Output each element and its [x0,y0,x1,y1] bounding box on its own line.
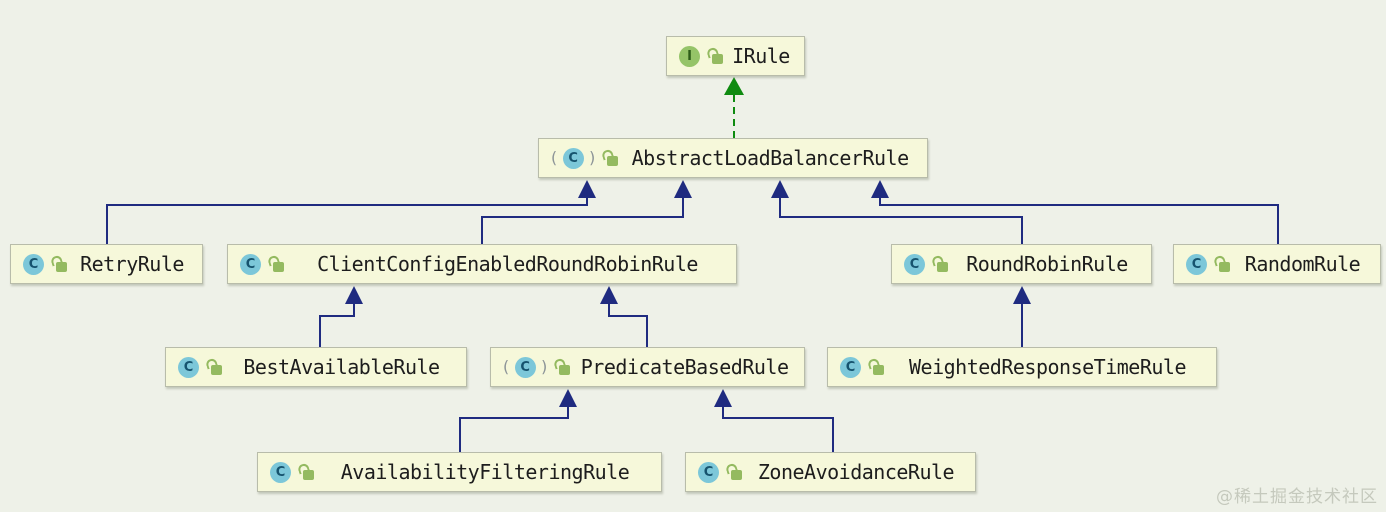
class-badge: C [698,461,743,483]
class-name-label: RandomRule [1244,252,1361,276]
class-badge: C [240,253,285,275]
class-node-roundrobinrule[interactable]: C RoundRobinRule [891,244,1152,284]
class-node-clientconfigenabledroundrobinrule[interactable]: C ClientConfigEnabledRoundRobinRule [227,244,737,284]
class-icon: C [240,253,261,275]
public-lock-icon [728,464,743,481]
class-name-label: PredicateBasedRule [580,355,789,379]
class-node-randomrule[interactable]: C RandomRule [1173,244,1381,284]
class-icon: C [904,253,925,275]
class-node-zoneavoidancerule[interactable]: C ZoneAvoidanceRule [685,452,976,492]
arrowhead-clientconfig-1 [345,286,363,304]
class-name-label: RetryRule [80,252,184,276]
class-node-availabilityfilteringrule[interactable]: C AvailabilityFilteringRule [257,452,662,492]
class-node-predicatebasedrule[interactable]: ( C ) PredicateBasedRule [490,347,805,387]
arrowhead-abstract-3 [771,180,789,198]
class-icon: C [514,356,536,378]
class-node-abstractloadbalancerrule[interactable]: ( C ) AbstractLoadBalancerRule [538,138,928,178]
public-lock-icon [53,256,68,273]
edge-roundrobin-extends-abstract [779,198,1023,244]
public-lock-icon [870,359,885,376]
arrowhead-predicate-1 [559,389,577,407]
abstract-class-badge: ( C ) [501,356,571,378]
class-icon: C [1186,253,1207,275]
arrowhead-predicate-2 [714,389,732,407]
edge-zoneavoidance-extends-predicatebased [722,407,834,452]
public-lock-icon [1216,256,1231,273]
arrowhead-abstract-1 [578,180,596,198]
watermark: @稀土掘金技术社区 [1216,487,1378,507]
class-badge: C [270,461,315,483]
class-badge: C [840,356,885,378]
edge-bestavailable-extends-clientconfig [319,304,355,347]
public-lock-icon [604,150,619,167]
class-name-label: WeightedResponseTimeRule [909,355,1186,379]
class-name-label: BestAvailableRule [243,355,440,379]
public-lock-icon [208,359,223,376]
class-badge: C [23,253,68,275]
class-name-label: AvailabilityFilteringRule [340,460,630,484]
abstract-paren-open: ( [549,148,559,167]
edge-predicatebased-extends-clientconfig [608,304,648,347]
public-lock-icon [270,256,285,273]
arrowhead-abstract-2 [674,180,692,198]
implements-arrowhead-irule [724,77,744,95]
abstract-paren-open: ( [501,357,511,376]
abstract-paren-close: ) [539,357,550,376]
class-icon: C [562,147,584,169]
arrowhead-clientconfig-2 [600,286,618,304]
class-name-label: ZoneAvoidanceRule [757,460,955,484]
edge-availabilityfiltering-extends-predicatebased [459,407,569,452]
class-icon: C [270,461,291,483]
class-name-label: RoundRobinRule [966,252,1128,276]
edge-clientconfig-extends-abstract [481,198,684,244]
public-lock-icon [934,256,949,273]
class-badge: C [178,356,223,378]
class-name-label: IRule [732,44,790,68]
public-lock-icon [709,48,724,65]
interface-badge: I [679,45,724,67]
class-node-bestavailablerule[interactable]: C BestAvailableRule [165,347,467,387]
class-badge: C [1186,253,1231,275]
edge-retryrule-extends-abstract [106,198,588,244]
class-icon: C [23,253,44,275]
interface-icon: I [679,45,700,67]
interface-node-irule[interactable]: I IRule [666,36,805,76]
class-badge: C [904,253,949,275]
class-node-retryrule[interactable]: C RetryRule [10,244,203,284]
class-icon: C [698,461,719,483]
public-lock-icon [300,464,315,481]
class-icon: C [178,356,199,378]
abstract-paren-close: ) [587,148,598,167]
class-node-weightedresponsetimerule[interactable]: C WeightedResponseTimeRule [827,347,1217,387]
abstract-class-badge: ( C ) [549,147,619,169]
class-name-label: AbstractLoadBalancerRule [631,146,909,170]
arrowhead-roundrobin [1013,286,1031,304]
public-lock-icon [556,359,571,376]
class-icon: C [840,356,861,378]
arrowhead-abstract-4 [871,180,889,198]
edge-random-extends-abstract [879,198,1279,244]
class-name-label: ClientConfigEnabledRoundRobinRule [317,252,698,276]
